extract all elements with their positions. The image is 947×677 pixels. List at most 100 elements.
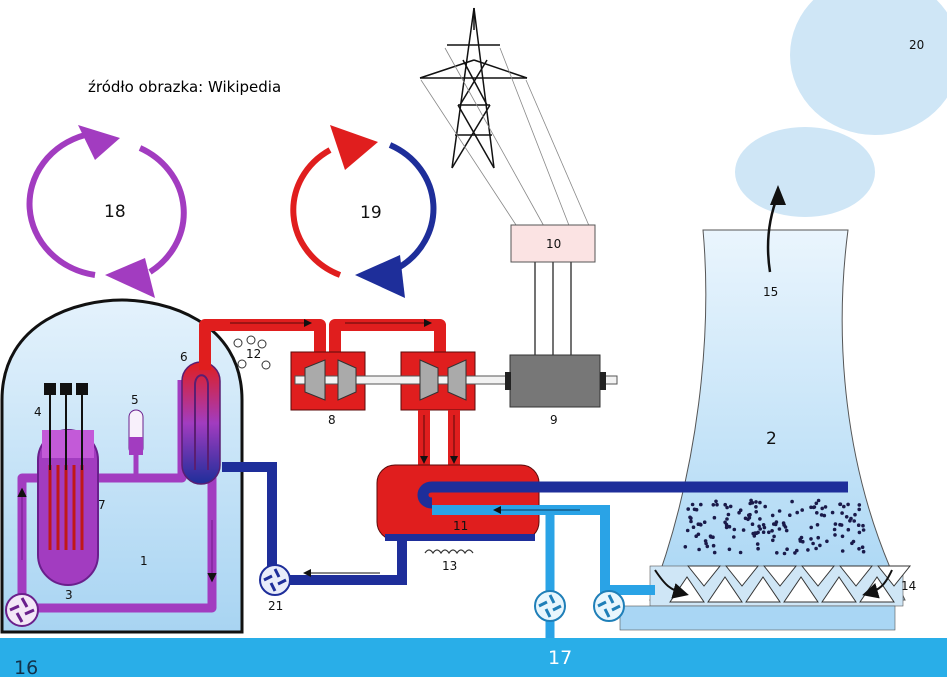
water-droplet [732, 527, 737, 532]
fill-triangle [745, 576, 781, 603]
label-2: 2 [766, 429, 777, 449]
water-droplet [754, 500, 758, 504]
water-droplet [853, 512, 857, 517]
water-droplet [758, 517, 762, 521]
water-droplet [772, 522, 776, 526]
water-droplet [790, 499, 794, 504]
fill-triangle [876, 565, 912, 587]
water-droplet [848, 519, 852, 523]
water-droplet [705, 544, 710, 549]
fill-triangle [762, 565, 798, 587]
water-droplet [823, 505, 828, 509]
water-droplet [711, 535, 715, 539]
water-droplet [840, 549, 845, 553]
water-droplet [726, 512, 731, 517]
water-droplet [689, 516, 693, 520]
cooling-hot-pipe [417, 481, 848, 509]
water-droplet [782, 551, 787, 556]
water-droplet [754, 510, 758, 514]
water-droplet [811, 541, 815, 546]
water-droplet [702, 520, 707, 524]
water-droplet [761, 523, 766, 527]
vapor-cloud-small [735, 127, 875, 217]
river [0, 638, 947, 677]
tower-pump-icon [593, 590, 625, 622]
water-droplet [777, 509, 782, 513]
water-droplet [825, 539, 829, 544]
label-4: 4 [34, 405, 42, 419]
water-droplet [800, 508, 804, 512]
water-droplet [697, 547, 701, 552]
water-droplet [758, 527, 762, 531]
water-droplet [727, 547, 732, 552]
steam-bubbles [233, 335, 271, 370]
label-8: 8 [328, 413, 336, 427]
water-droplet [704, 541, 708, 546]
water-droplet [818, 543, 822, 548]
water-droplet [770, 513, 775, 518]
label-11: 11 [453, 519, 468, 533]
transmission-tower-icon [419, 7, 528, 169]
label-19: 19 [360, 203, 382, 223]
fill-triangle [724, 565, 760, 587]
water-droplet [715, 502, 719, 507]
water-droplet [712, 515, 717, 520]
label-10: 10 [546, 237, 561, 251]
water-droplet [822, 513, 827, 518]
water-droplet [852, 519, 856, 523]
label-16: 16 [14, 657, 38, 677]
label-6: 6 [180, 350, 188, 364]
water-droplet [861, 523, 865, 528]
label-18: 18 [104, 202, 126, 222]
water-droplet [723, 520, 727, 525]
water-droplet [711, 543, 716, 548]
water-droplet [683, 545, 688, 549]
condensate-return-pipe [282, 540, 407, 585]
water-droplet [750, 522, 755, 526]
water-droplets [683, 498, 866, 556]
fill-triangle [838, 565, 874, 587]
water-droplet [775, 551, 779, 555]
water-droplet [689, 519, 693, 524]
water-droplet [712, 550, 717, 555]
water-droplet [809, 505, 813, 510]
turbine-blades [304, 359, 467, 401]
water-droplet [838, 502, 843, 507]
water-droplet [809, 537, 813, 541]
water-droplet [815, 511, 819, 515]
water-droplet [798, 537, 802, 542]
water-droplet [815, 523, 820, 527]
water-droplet [738, 508, 743, 512]
label-21: 21 [268, 599, 283, 613]
water-droplet [861, 549, 866, 554]
water-droplet [772, 534, 776, 539]
water-droplet [728, 504, 733, 509]
water-droplet [755, 542, 760, 546]
water-droplet [767, 530, 771, 535]
water-droplet [762, 525, 767, 530]
water-droplet [743, 516, 748, 521]
water-droplet [846, 502, 850, 507]
cooling-tower [649, 229, 906, 601]
power-lines [420, 47, 591, 229]
label-9: 9 [550, 413, 558, 427]
water-droplet [833, 522, 838, 526]
water-droplet [690, 502, 695, 507]
water-droplet [832, 527, 837, 532]
water-droplet [698, 522, 702, 527]
label-1: 1 [140, 554, 148, 568]
primary-cycle-icon [26, 132, 187, 278]
label-14: 14 [901, 579, 916, 593]
water-droplet [750, 501, 755, 505]
condensate-wave [424, 549, 474, 555]
air-arrow-right [862, 569, 893, 599]
water-droplet [793, 551, 797, 555]
water-droplet [696, 532, 701, 537]
water-droplet [788, 513, 792, 517]
control-rods [44, 383, 88, 470]
water-droplet [833, 533, 837, 537]
label-20: 20 [909, 38, 924, 52]
water-droplet [761, 530, 766, 534]
water-droplet [723, 502, 727, 507]
water-droplet [751, 531, 755, 536]
